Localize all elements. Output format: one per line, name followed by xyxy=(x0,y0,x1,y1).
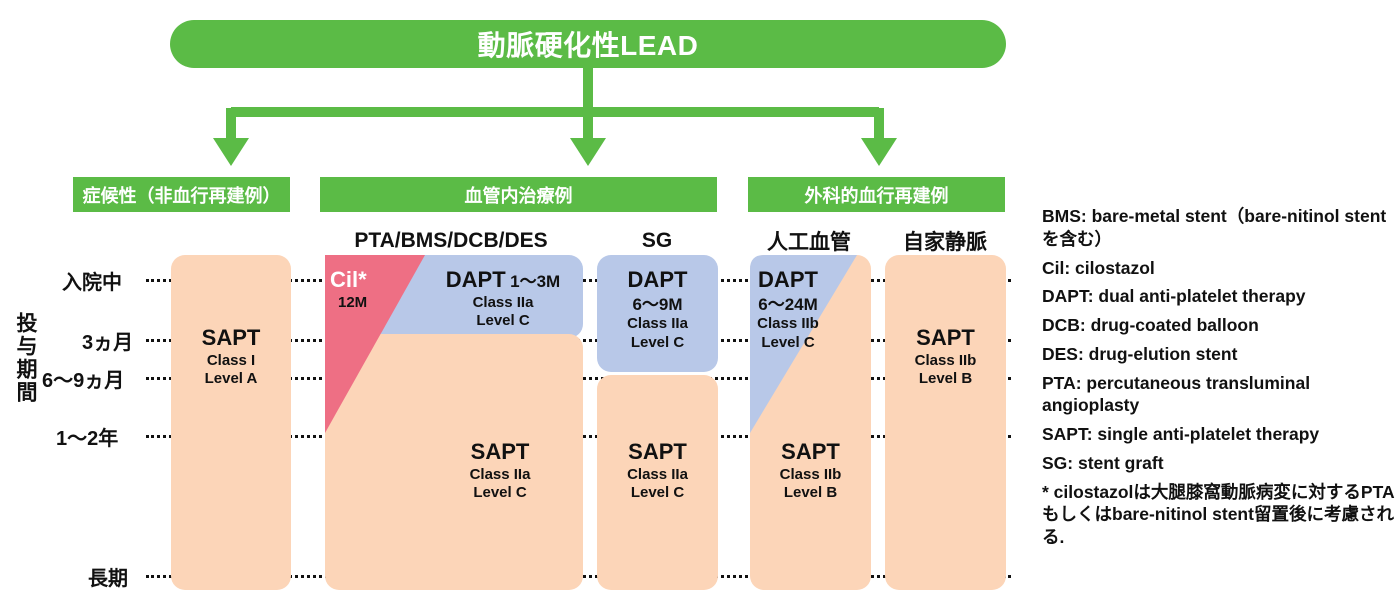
pta-sapt-box xyxy=(325,334,583,590)
arrow-head-center xyxy=(570,138,606,166)
pta-sapt-drug: SAPT xyxy=(470,439,530,464)
vein-sapt-box xyxy=(885,255,1006,590)
category-symptomatic: 症候性（非血行再建例） xyxy=(73,177,290,212)
artificial-dapt-class: Class IIb xyxy=(757,314,819,332)
sg-sapt-box xyxy=(597,375,718,590)
y-label-1-2-years: 1～2年 xyxy=(56,428,119,450)
pta-dapt-class: Class IIa xyxy=(472,293,534,311)
artificial-dapt-triangle xyxy=(750,255,857,433)
legend-item: SG: stent graft xyxy=(1042,452,1164,473)
symptomatic-sapt-text: SAPT Class I Level A xyxy=(171,324,291,389)
artificial-dapt-drug: DAPT xyxy=(758,267,818,292)
legend-item: SAPT: single anti-platelet therapy xyxy=(1042,424,1320,444)
symptomatic-sapt-drug: SAPT xyxy=(201,325,261,350)
pta-dapt-text: DAPT 1～3M Class IIa Level C xyxy=(428,266,578,331)
legend-item: DES: drug-elution stent xyxy=(1042,343,1238,364)
pta-dapt-drug: DAPT xyxy=(445,267,506,292)
abbreviation-legend: BMS: bare-metal stent（bare-nitinol stent… xyxy=(1042,205,1397,555)
vein-sapt-class: Class IIb xyxy=(914,351,977,369)
sg-dapt-level: Level C xyxy=(630,333,685,351)
category-symptomatic-label: 症候性（非血行再建例） xyxy=(82,185,281,206)
legend-item: DAPT: dual anti-platelet therapy xyxy=(1042,286,1306,307)
pta-cil-triangle xyxy=(325,255,425,433)
y-label-6-9-months: 6～9ヵ月 xyxy=(42,370,125,392)
sg-sapt-level: Level C xyxy=(630,484,685,502)
pta-dapt-level: Level C xyxy=(476,312,530,330)
artificial-dapt-text: DAPT 6～24M Class IIb Level C xyxy=(748,266,828,352)
pta-cil-text: Cil* 12M xyxy=(330,266,390,312)
artificial-sapt-class: Class IIb xyxy=(779,465,842,483)
sg-sapt-class: Class IIa xyxy=(627,465,688,483)
category-surgical-label: 外科的血行再建例 xyxy=(804,185,949,206)
sg-sapt-text: SAPT Class IIa Level C xyxy=(597,438,718,503)
sg-dapt-drug: DAPT xyxy=(627,267,688,292)
vein-sapt-text: SAPT Class IIb Level B xyxy=(885,324,1006,389)
column-header-pta: PTA/BMS/DCB/DES xyxy=(354,229,548,252)
legend-item: BMS: bare-metal stent（bare-nitinol stent… xyxy=(1042,206,1387,249)
y-axis-title: 投与期間 xyxy=(14,312,37,404)
arrow-head-left xyxy=(213,138,249,166)
category-endovascular-label: 血管内治療例 xyxy=(464,185,573,206)
sg-dapt-class: Class IIa xyxy=(627,314,688,332)
vein-sapt-drug: SAPT xyxy=(916,325,975,350)
artificial-dapt-level: Level C xyxy=(761,333,815,351)
symptomatic-sapt-box xyxy=(171,255,291,590)
column-header-autologous-vein: 自家静脈 xyxy=(903,231,987,254)
symptomatic-sapt-class: Class I xyxy=(206,351,256,369)
legend-item: PTA: percutaneous transluminal angioplas… xyxy=(1042,372,1311,416)
sg-dapt-box xyxy=(597,255,718,372)
artificial-dapt-duration: 6～24M xyxy=(758,294,818,314)
pta-sapt-class: Class IIa xyxy=(469,465,531,483)
legend-item: DCB: drug-coated balloon xyxy=(1042,315,1259,335)
legend-footnote: * cilostazolは大腿膝窩動脈病変に対するPTAもしくはbare-nit… xyxy=(1042,481,1395,548)
category-endovascular: 血管内治療例 xyxy=(320,177,717,212)
y-label-long-term: 長期 xyxy=(88,568,128,590)
y-label-inpatient: 入院中 xyxy=(62,272,122,294)
vein-sapt-level: Level B xyxy=(918,370,973,388)
arrow-head-right xyxy=(861,138,897,166)
pta-sapt-text: SAPT Class IIa Level C xyxy=(440,438,560,503)
column-header-sg: SG xyxy=(641,229,673,252)
sg-dapt-duration: 6～9M xyxy=(632,294,683,314)
pta-cil-drug: Cil* xyxy=(330,267,367,292)
sg-dapt-text: DAPT 6～9M Class IIa Level C xyxy=(597,266,718,352)
artificial-sapt-drug: SAPT xyxy=(781,439,840,464)
artificial-sapt-level: Level B xyxy=(783,484,838,502)
category-surgical: 外科的血行再建例 xyxy=(748,177,1005,212)
title-banner: 動脈硬化性LEAD xyxy=(170,20,1006,68)
legend-item: Cil: cilostazol xyxy=(1042,257,1155,278)
column-header-artificial-graft: 人工血管 xyxy=(767,231,851,254)
y-label-3-months: 3ヵ月 xyxy=(82,332,134,354)
pta-sapt-level: Level C xyxy=(473,484,527,502)
pta-dapt-duration: 1～3M xyxy=(510,272,561,291)
symptomatic-sapt-level: Level A xyxy=(204,370,258,388)
pta-cil-duration: 12M xyxy=(338,293,368,311)
artificial-sapt-text: SAPT Class IIb Level B xyxy=(750,438,871,503)
sg-sapt-drug: SAPT xyxy=(628,439,687,464)
diagram-title: 動脈硬化性LEAD xyxy=(477,30,699,61)
